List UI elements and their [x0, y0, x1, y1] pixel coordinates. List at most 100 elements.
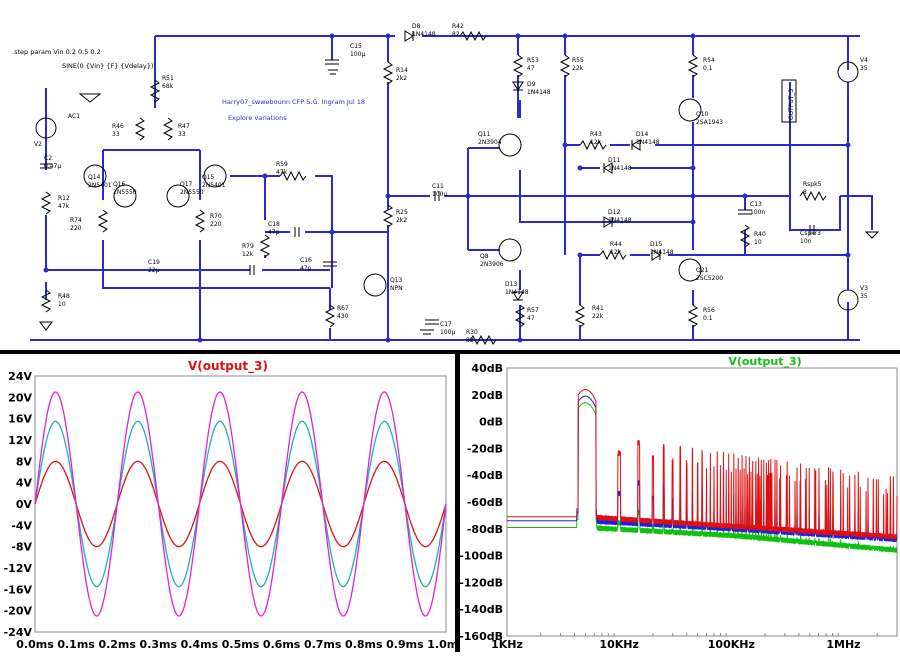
component-value[interactable]: 8 — [803, 189, 807, 196]
component-ref[interactable]: R51 — [162, 75, 174, 82]
component-value[interactable]: 1N4148 — [527, 89, 551, 96]
component-value[interactable]: 2k2 — [396, 217, 407, 224]
component-value[interactable]: 68k — [162, 83, 174, 90]
component-ref[interactable]: V2 — [34, 141, 42, 148]
component-ref[interactable]: R67 — [337, 305, 349, 312]
component-ref[interactable]: D8 — [412, 23, 421, 30]
component-value[interactable]: 35 — [860, 65, 868, 72]
component-value[interactable]: 430 — [337, 313, 349, 320]
component-ref[interactable]: Q10 — [696, 111, 709, 118]
component-ref[interactable]: D14 — [636, 131, 648, 138]
component-ref[interactable]: R44 — [610, 241, 622, 248]
component-ref[interactable]: R41 — [592, 305, 604, 312]
component-ref[interactable]: R53 — [527, 57, 539, 64]
component-ref[interactable]: C2 — [44, 155, 52, 162]
component-ref[interactable]: C16 — [300, 257, 312, 264]
pane-divider-vertical[interactable] — [455, 350, 460, 652]
component-ref[interactable]: V3 — [860, 285, 868, 292]
component-ref[interactable]: Q13 — [390, 277, 403, 284]
component-value[interactable]: 0.47µ — [44, 163, 61, 170]
component-value[interactable]: 2SA1943 — [696, 119, 723, 126]
component-ref[interactable]: R30 — [466, 329, 478, 336]
component-value[interactable]: 2N5401 — [88, 182, 112, 189]
component-ref[interactable]: R25 — [396, 209, 408, 216]
component-ref[interactable]: R42 — [452, 23, 464, 30]
component-ref[interactable]: V4 — [860, 57, 868, 64]
component-ref[interactable]: R74 — [70, 217, 82, 224]
component-value[interactable]: 47k — [276, 169, 288, 176]
time-plot-title[interactable]: V(output_3) — [188, 359, 268, 374]
component-ref[interactable]: Rspk5 — [803, 181, 822, 188]
pane-divider-horizontal[interactable] — [0, 350, 900, 354]
component-value[interactable]: 100µ — [350, 51, 365, 58]
component-ref[interactable]: R57 — [527, 307, 539, 314]
component-ref[interactable]: Q8 — [480, 253, 489, 260]
component-value[interactable]: 47 — [527, 315, 535, 322]
component-value[interactable]: 2SC5200 — [696, 275, 723, 282]
component-ref[interactable]: R56 — [703, 307, 715, 314]
component-ref[interactable]: R48 — [58, 293, 70, 300]
component-value[interactable]: 100µ — [440, 329, 455, 336]
component-ref[interactable]: D11 — [608, 157, 620, 164]
component-value[interactable]: 0.1 — [703, 65, 713, 72]
component-ref[interactable]: C17 — [440, 321, 452, 328]
component-value[interactable]: 22k — [572, 65, 584, 72]
component-ref[interactable]: R46 — [112, 123, 124, 130]
component-value[interactable]: 2N5550 — [113, 189, 137, 196]
component-value[interactable]: 12k — [242, 251, 254, 258]
component-ref[interactable]: C13 — [750, 201, 762, 208]
component-ref[interactable]: R59 — [276, 161, 288, 168]
component-ref[interactable]: R70 — [210, 213, 222, 220]
component-ref[interactable]: R14 — [396, 67, 408, 74]
component-value[interactable]: 100n — [750, 209, 765, 216]
component-value[interactable]: 33 — [112, 131, 120, 138]
component-value[interactable]: 22k — [592, 313, 604, 320]
component-ref[interactable]: R54 — [703, 57, 715, 64]
component-value[interactable]: 2N5401 — [202, 182, 226, 189]
component-ref[interactable]: C18 — [268, 221, 280, 228]
component-value[interactable]: 12k — [610, 249, 622, 256]
component-ref[interactable]: C19 — [148, 259, 160, 266]
component-ref[interactable]: AC1 — [68, 113, 80, 120]
component-value[interactable]: 47 — [527, 65, 535, 72]
component-value[interactable]: 33 — [178, 131, 186, 138]
component-ref[interactable]: Cspkr3 — [800, 230, 821, 237]
component-value[interactable]: 1N4148 — [608, 165, 632, 172]
component-value[interactable]: 1N4148 — [505, 289, 529, 296]
component-ref[interactable]: R43 — [590, 131, 602, 138]
component-value[interactable]: 2N3904 — [478, 139, 502, 146]
component-value[interactable]: 220 — [210, 221, 222, 228]
component-ref[interactable]: D15 — [650, 241, 662, 248]
component-value[interactable]: 100µ — [432, 191, 447, 198]
component-value[interactable]: 1N4148 — [608, 217, 632, 224]
component-ref[interactable]: Q21 — [696, 267, 709, 274]
component-value[interactable]: 12k — [590, 139, 602, 146]
component-value[interactable]: 1N4148 — [412, 31, 436, 38]
component-value[interactable]: 2N3906 — [480, 261, 504, 268]
component-ref[interactable]: R79 — [242, 243, 254, 250]
component-ref[interactable]: R47 — [178, 123, 190, 130]
component-ref[interactable]: Q11 — [478, 131, 491, 138]
component-value[interactable]: 22µ — [148, 267, 160, 274]
component-value[interactable]: 47k — [58, 203, 70, 210]
component-ref[interactable]: R40 — [754, 231, 766, 238]
component-ref[interactable]: R55 — [572, 57, 584, 64]
component-value[interactable]: 220 — [70, 225, 82, 232]
component-ref[interactable]: Q17 — [180, 181, 193, 188]
component-ref[interactable]: Q14 — [88, 174, 101, 181]
component-ref[interactable]: C15 — [350, 43, 362, 50]
component-ref[interactable]: D12 — [608, 209, 620, 216]
fft-plot-title[interactable]: V(output_3) — [728, 355, 801, 368]
component-ref[interactable]: R12 — [58, 195, 70, 202]
component-value[interactable]: 47p — [300, 265, 312, 272]
component-ref[interactable]: C11 — [432, 183, 444, 190]
component-value[interactable]: 2k2 — [396, 75, 407, 82]
component-value[interactable]: 47p — [268, 229, 280, 236]
component-value[interactable]: 1N4148 — [650, 249, 674, 256]
component-ref[interactable]: D13 — [505, 281, 517, 288]
component-value[interactable]: 10 — [58, 301, 66, 308]
component-value[interactable]: 82 — [452, 31, 460, 38]
component-value[interactable]: 10 — [754, 239, 762, 246]
